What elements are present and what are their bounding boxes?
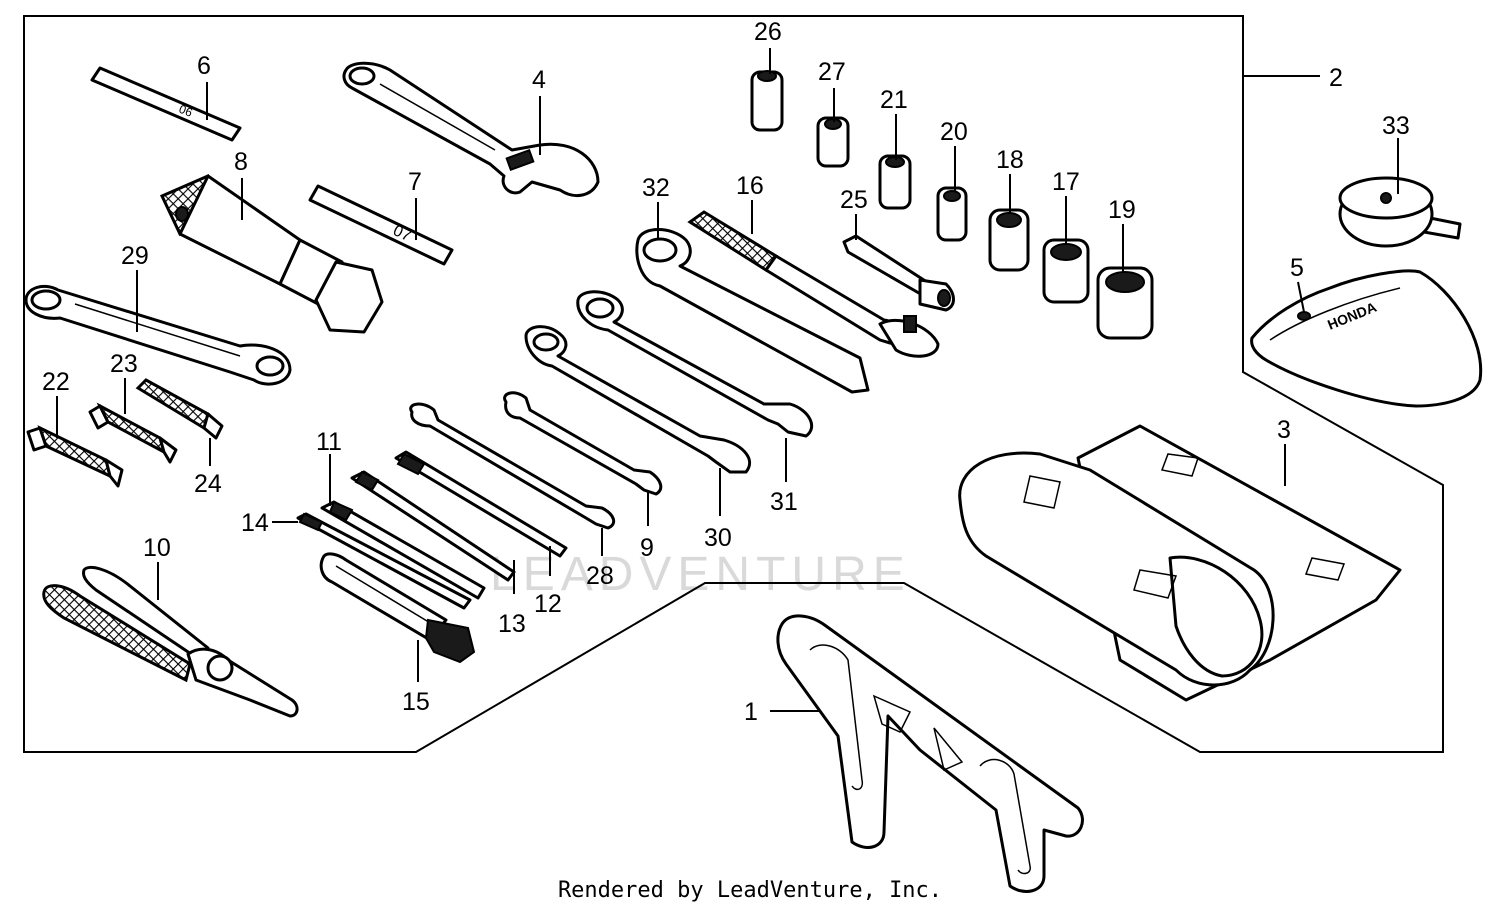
part-15-screwdriver-handle [319,552,476,664]
part-30-combination-wrench [524,325,752,474]
part-29-offset-ring-wrench [24,284,292,386]
callout-1: 1 [744,698,758,726]
callout-30: 30 [704,524,732,552]
callout-25: 25 [840,186,868,214]
part-26-socket [750,70,784,132]
callout-8: 8 [234,148,248,176]
callout-28: 28 [586,562,614,590]
part-6-flat-wrench: 06 [90,66,242,142]
footer-credit: Rendered by LeadVenture, Inc. [557,878,943,903]
callout-7: 7 [408,168,422,196]
callout-16: 16 [736,172,764,200]
stamp-07: 07 [390,222,413,245]
callout-3: 3 [1277,416,1291,444]
callout-32: 32 [642,174,670,202]
part-8-box-spanner [159,174,384,334]
callout-18: 18 [996,146,1024,174]
callout-15: 15 [402,688,430,716]
callout-17: 17 [1052,168,1080,196]
part-28-screwdriver-bit [394,450,568,558]
part-16-ratchet-handle [687,210,940,358]
callout-14: 14 [241,509,269,537]
callout-31: 31 [770,488,798,516]
part-5-tool-case: HONDA [1250,269,1483,408]
part-22-knurled-bit [26,425,124,488]
callout-27: 27 [818,58,846,86]
part-33-gauge [1338,176,1462,248]
callout-19: 19 [1108,196,1136,224]
leader-lines [56,48,1399,712]
part-3-tool-roll-bag [958,424,1402,702]
callout-12: 12 [534,590,562,618]
callout-21: 21 [880,86,908,114]
part-32-combination-wrench [635,228,870,394]
callout-26: 26 [754,18,782,46]
part-7-flat-wrench: 07 [308,184,454,266]
part-4-adjustable-wrench [342,61,600,198]
part-24-knurled-bit [135,378,224,440]
callout-29: 29 [121,242,149,270]
part-18-socket [988,208,1030,272]
part-27-socket [816,116,850,168]
callout-13: 13 [498,610,526,638]
callout-labels: 6 4 7 8 29 26 27 21 20 18 17 19 25 16 32… [42,18,1410,726]
callout-20: 20 [940,118,968,146]
part-31-combination-wrench [576,290,813,438]
callout-33: 33 [1382,112,1410,140]
part-9-open-wrench [503,391,663,496]
part-14-screwdriver-blade [296,512,472,610]
part-20-socket [936,186,968,242]
callout-6: 6 [197,52,211,80]
part-19-socket [1096,266,1154,340]
callout-22: 22 [42,368,70,396]
callout-9: 9 [640,534,654,562]
part-1-tool-holder [776,614,1084,893]
part-10-pliers [42,565,299,718]
callout-2: 2 [1329,64,1343,92]
part-open-wrench-long [409,402,616,530]
part-23-knurled-bit [88,402,178,464]
kit-frame-outline [23,15,1444,753]
part-25-extension-bar [842,234,955,312]
callout-10: 10 [143,534,171,562]
part-21-socket [878,154,912,210]
callout-11: 11 [316,428,342,456]
callout-5: 5 [1290,254,1304,282]
stamp-06: 06 [177,102,195,120]
callout-23: 23 [110,350,138,378]
part-17-socket [1042,238,1090,304]
callout-4: 4 [532,66,546,94]
callout-24: 24 [194,470,222,498]
